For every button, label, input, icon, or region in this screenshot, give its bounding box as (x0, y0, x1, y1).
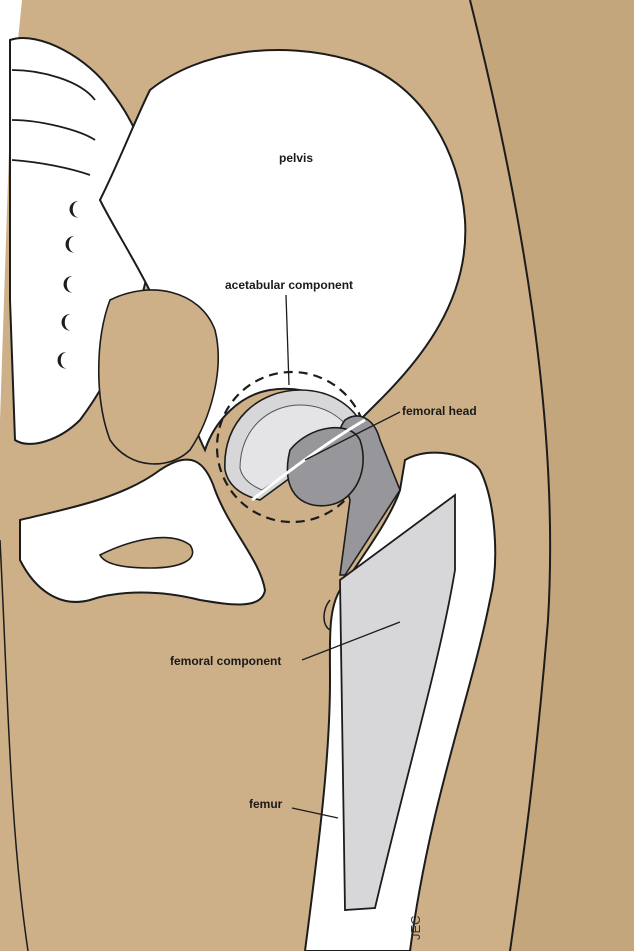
svg-text:❨: ❨ (58, 312, 73, 333)
artist-signature: JEC (408, 915, 423, 940)
label-pelvis: pelvis (279, 151, 313, 165)
svg-text:❨: ❨ (66, 199, 81, 220)
label-acetabular-component: acetabular component (225, 278, 353, 292)
svg-text:❨: ❨ (54, 350, 69, 371)
label-femur: femur (249, 797, 283, 811)
label-femoral-head: femoral head (402, 404, 477, 418)
label-femoral-component: femoral component (170, 654, 281, 668)
svg-text:❨: ❨ (60, 274, 75, 295)
svg-text:❨: ❨ (62, 234, 77, 255)
